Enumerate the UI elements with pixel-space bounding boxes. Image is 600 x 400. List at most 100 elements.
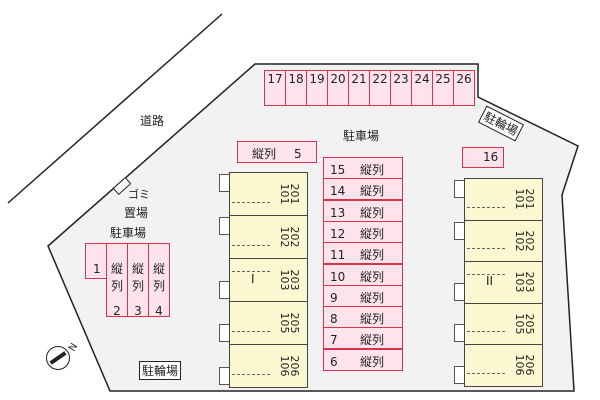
parking-space-25[interactable]: 25 xyxy=(432,70,454,106)
space-number: 16 xyxy=(483,150,499,164)
entrance-icon xyxy=(454,221,464,240)
parking-space-15[interactable]: 15 縦列 xyxy=(323,157,403,179)
boundary-line xyxy=(467,372,505,374)
space-number: 15 xyxy=(330,163,346,177)
space-number: 24 xyxy=(414,72,430,86)
space-label: 縦列 xyxy=(360,205,385,220)
north-compass-icon xyxy=(46,346,70,370)
space-number: 26 xyxy=(456,72,472,86)
space-label: 縦列 xyxy=(360,184,385,199)
space-number: 23 xyxy=(393,72,409,86)
parking-space-24[interactable]: 24 xyxy=(411,70,433,106)
parking-space-8[interactable]: 8 縦列 xyxy=(323,306,403,329)
space-label: 縦 xyxy=(110,262,123,276)
boundary-line xyxy=(232,331,270,332)
building-2-label: II xyxy=(486,273,494,288)
space-number: 2 xyxy=(113,304,121,318)
space-number: 10 xyxy=(330,269,346,284)
parking-space-23[interactable]: 23 xyxy=(390,70,412,106)
parking-space-2[interactable]: 縦列 2 xyxy=(106,243,128,318)
entrance-icon xyxy=(454,180,464,198)
parking-label-left: 駐車場 xyxy=(110,226,147,240)
space-number: 8 xyxy=(330,312,338,327)
parking-space-22[interactable]: 22 xyxy=(369,70,391,106)
boundary-line xyxy=(467,274,505,275)
space-label: 縦列 xyxy=(360,163,385,177)
parking-space-12[interactable]: 12 縦列 xyxy=(323,220,403,243)
space-label: 列 xyxy=(131,279,144,293)
space-number: 13 xyxy=(330,205,346,220)
garbage-label-2: 置場 xyxy=(124,206,149,220)
garbage-label: ゴミ xyxy=(128,188,150,201)
space-number: 6 xyxy=(330,354,338,369)
space-number: 3 xyxy=(134,304,142,318)
space-label: 縦列 xyxy=(360,269,385,284)
space-label: 縦列 xyxy=(360,248,385,263)
space-label: 縦列 xyxy=(360,226,385,241)
entrance-icon xyxy=(219,174,229,192)
space-number: 12 xyxy=(330,226,346,241)
parking-space-11[interactable]: 11 縦列 xyxy=(323,242,403,265)
boundary-line xyxy=(467,331,505,332)
space-label: 列 xyxy=(110,279,123,293)
parking-space-20[interactable]: 20 xyxy=(327,70,349,106)
parking-space-18[interactable]: 18 xyxy=(285,70,307,106)
road-edge xyxy=(7,13,223,204)
parking-space-17[interactable]: 17 xyxy=(264,70,286,106)
space-number: 19 xyxy=(309,72,325,86)
boundary-line xyxy=(232,202,270,203)
space-label: 縦 xyxy=(152,262,165,276)
parking-space-13[interactable]: 13 縦列 xyxy=(323,199,403,222)
boundary-line xyxy=(232,245,270,246)
boundary-line xyxy=(467,248,505,249)
boundary-line xyxy=(467,206,505,208)
space-label: 縦列 xyxy=(360,290,385,305)
entrance-icon xyxy=(219,217,229,235)
space-number: 21 xyxy=(351,72,367,86)
parking-space-16[interactable]: 16 xyxy=(462,147,504,168)
entrance-icon xyxy=(454,365,464,384)
bicycle-parking-bottom: 駐輪場 xyxy=(139,361,182,380)
space-number: 5 xyxy=(294,147,302,161)
parking-space-3[interactable]: 縦列 3 xyxy=(127,243,149,318)
boundary-line xyxy=(232,271,270,272)
parking-space-19[interactable]: 19 xyxy=(306,70,328,106)
space-label: 縦列 xyxy=(360,312,385,327)
building-1-label: I xyxy=(251,271,255,286)
parking-space-21[interactable]: 21 xyxy=(348,70,370,106)
parking-space-26[interactable]: 26 xyxy=(453,70,475,106)
parking-space-10[interactable]: 10 縦列 xyxy=(323,263,403,286)
space-number: 11 xyxy=(330,248,346,263)
entrance-icon xyxy=(219,367,229,385)
space-number: 25 xyxy=(435,72,451,86)
space-label: 縦 xyxy=(131,262,144,276)
parking-space-1[interactable]: 1 xyxy=(85,243,107,279)
space-label: 列 xyxy=(152,279,165,293)
entrance-icon xyxy=(219,281,229,299)
space-number: 17 xyxy=(267,72,283,86)
